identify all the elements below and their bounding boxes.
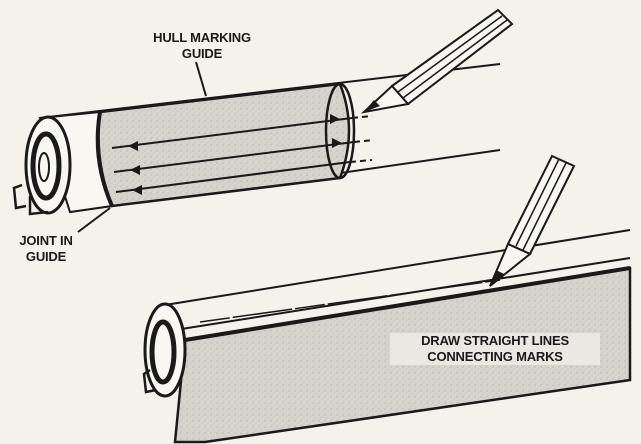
hull-marking-guide-line2: GUIDE [181,46,223,61]
drawn-line [199,279,501,323]
guide-end-edge [324,82,356,180]
tube-clip [12,183,49,216]
guide-joint-seam [95,111,114,207]
hull-marking-guide-line1: HULL MARKING [153,30,251,45]
pencil-top [360,8,514,114]
lower-tube-end-inner [149,319,177,385]
joint-in-guide-label: JOINT IN GUIDE [6,233,86,265]
guide-marking-lines [111,115,375,193]
board-top-edge [184,266,631,342]
draw-lines-line1: DRAW STRAIGHT LINES [421,333,569,348]
hull-marking-guide-label: HULL MARKING GUIDE [128,30,276,62]
lower-tube-clip [142,368,157,394]
draw-lines-line2: CONNECTING MARKS [427,349,563,364]
hull-guide-leader [195,61,207,97]
joint-in-guide-line2: GUIDE [25,249,67,264]
pencil-bottom [489,154,576,287]
joint-leader [77,207,111,233]
marking-arrows [128,114,342,195]
tube-end-inner [30,131,62,201]
tube-with-straightedge [142,154,632,444]
tube-with-guide [12,8,514,233]
tube-end-core [38,152,50,182]
joint-in-guide-line1: JOINT IN [19,233,73,248]
draw-lines-label: DRAW STRAIGHT LINES CONNECTING MARKS [390,333,600,365]
